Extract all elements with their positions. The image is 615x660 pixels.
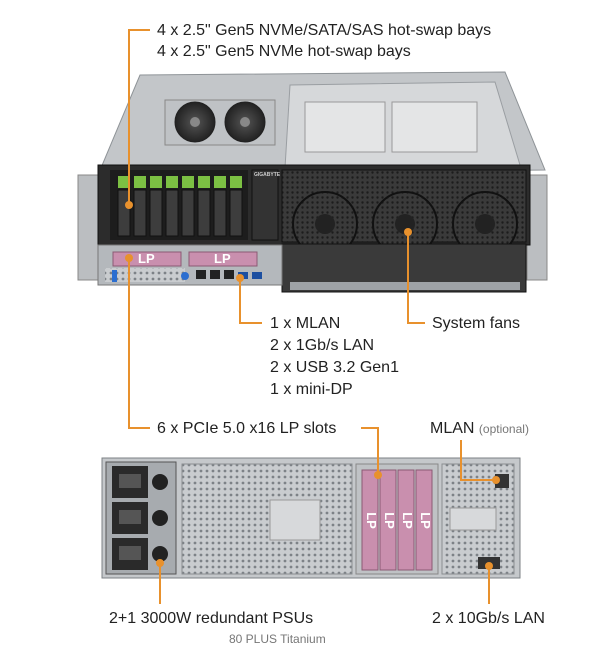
pcie-label: 6 x PCIe 5.0 x16 LP slots — [157, 420, 337, 437]
front-lp-badge-2: LP — [214, 251, 231, 266]
callout-dots — [125, 201, 500, 570]
psu-modules — [105, 461, 177, 575]
bays-label-line2: 4 x 2.5" Gen5 NVMe hot-swap bays — [157, 43, 411, 60]
front-server-view — [77, 71, 548, 293]
top-fan-icon — [164, 99, 276, 146]
rear-lp-badge-1: LP — [363, 512, 379, 529]
io-label-usb: 2 x USB 3.2 Gen1 — [270, 359, 399, 376]
brand-badge: GIGABYTE — [254, 172, 281, 178]
io-label-minidp: 1 x mini-DP — [270, 381, 353, 398]
rear-server-view — [101, 457, 521, 579]
rear-lp-badge-2: LP — [381, 512, 397, 529]
mlan-label: MLAN (optional) — [430, 418, 529, 440]
callout-lines — [128, 29, 496, 604]
front-lp-badge-1: LP — [138, 251, 155, 266]
psu-label: 2+1 3000W redundant PSUs — [109, 610, 314, 627]
io-label-lan: 2 x 1Gb/s LAN — [270, 337, 375, 354]
bays-label-line1: 4 x 2.5" Gen5 NVMe/SATA/SAS hot-swap bay… — [157, 22, 492, 39]
rear-lan-label: 2 x 10Gb/s LAN — [432, 610, 545, 627]
mlan-label-text: MLAN — [430, 420, 475, 437]
fans-label: System fans — [432, 315, 521, 332]
drive-bays — [110, 170, 248, 240]
mlan-optional-note: (optional) — [478, 422, 529, 436]
psu-efficiency-note: 80 PLUS Titanium — [229, 632, 326, 646]
system-fans — [281, 169, 527, 257]
rear-lp-badge-4: LP — [417, 512, 433, 529]
io-label-mlan: 1 x MLAN — [270, 315, 341, 332]
rear-pcie-slots — [355, 463, 439, 575]
rear-lp-badge-3: LP — [399, 512, 415, 529]
